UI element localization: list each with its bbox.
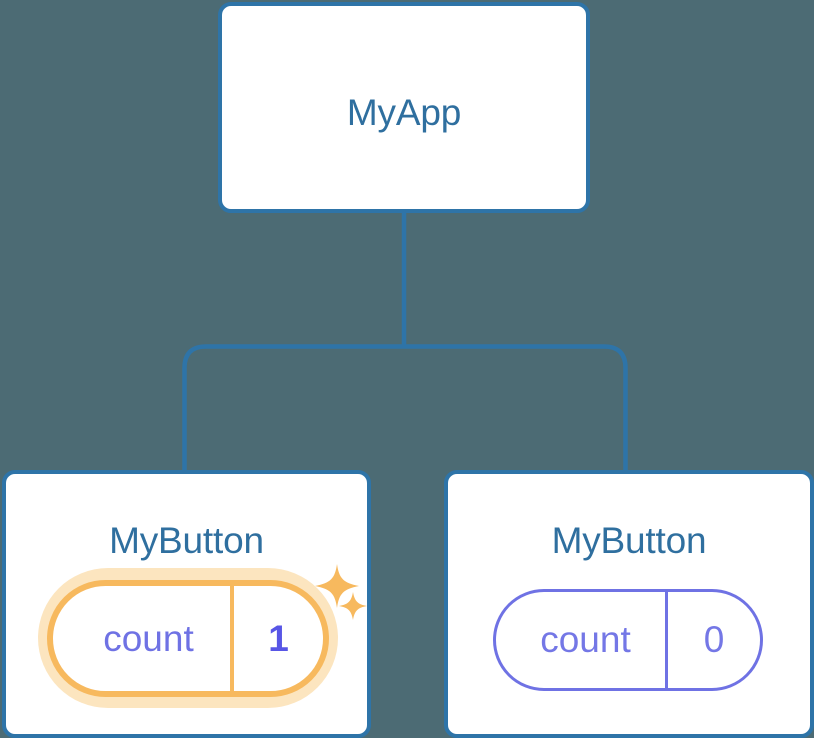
sparkle-icon: [339, 592, 367, 620]
state-pill-1[interactable]: count 1: [47, 580, 329, 697]
state-pill-2-value: 0: [703, 619, 725, 660]
node-mybutton-2-label: MyButton: [551, 520, 707, 561]
state-pill-2[interactable]: count 0: [493, 589, 763, 691]
node-mybutton-1-label: MyButton: [109, 520, 264, 561]
sparkle-icon: [315, 564, 359, 608]
edge-bracket: [182, 344, 628, 472]
node-myapp-label: MyApp: [346, 92, 462, 133]
state-pill-highlighted[interactable]: count 1: [38, 568, 338, 708]
node-myapp[interactable]: MyApp: [218, 2, 590, 213]
state-pill-1-value: 1: [268, 617, 289, 659]
state-pill-1-key: count: [53, 586, 234, 691]
state-pill-plain[interactable]: count 0: [493, 589, 763, 691]
state-pill-2-key: count: [496, 592, 668, 688]
